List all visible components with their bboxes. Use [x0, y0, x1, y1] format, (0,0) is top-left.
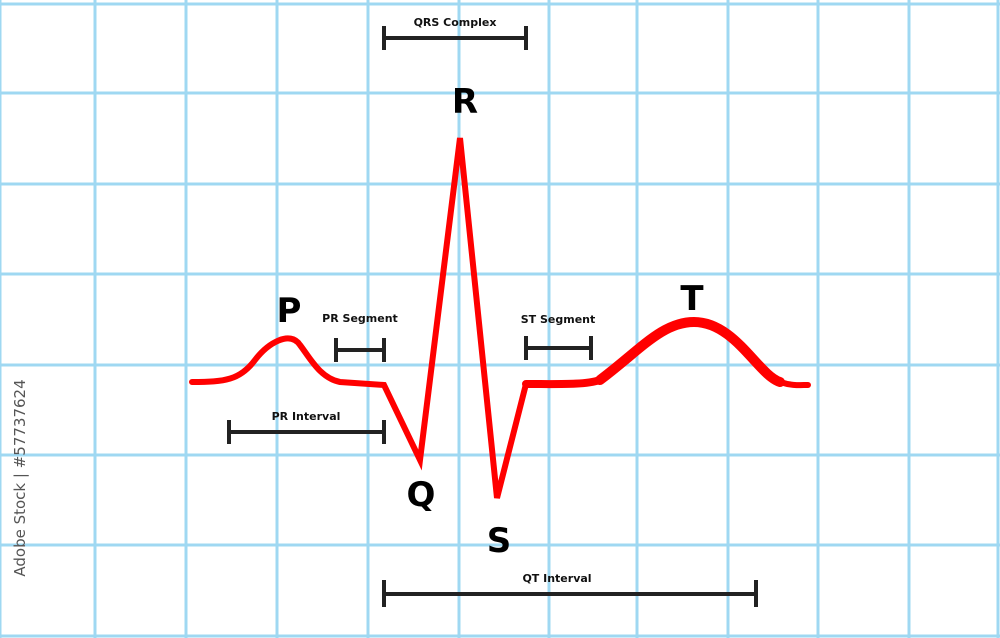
qt-interval-label: QT Interval	[522, 572, 591, 585]
stock-watermark-id: Adobe Stock | #57737624	[11, 379, 29, 576]
pr-segment-label: PR Segment	[322, 312, 398, 325]
t-wave-label: T	[680, 279, 704, 319]
ecg-trace	[189, 137, 811, 499]
qrs-complex-label: QRS Complex	[414, 16, 497, 29]
r-wave-label: R	[452, 82, 478, 122]
ecg-t-wave-line	[595, 316, 785, 387]
st-segment-bracket	[524, 336, 593, 360]
st-segment-label: ST Segment	[521, 313, 596, 326]
pr-segment-bracket	[334, 338, 386, 362]
pr-interval-bracket	[227, 420, 386, 444]
s-wave-label: S	[487, 521, 512, 561]
q-wave-label: Q	[407, 475, 436, 515]
ecg-st-segment-line	[522, 376, 604, 389]
ecg-trace-tail	[777, 379, 811, 389]
pr-interval-label: PR Interval	[272, 410, 341, 423]
qt-interval-bracket	[382, 580, 758, 607]
qrs-complex-bracket	[382, 26, 528, 50]
p-wave-label: P	[277, 291, 302, 331]
interval-brackets	[227, 26, 758, 607]
ecg-trace-line	[189, 137, 529, 499]
